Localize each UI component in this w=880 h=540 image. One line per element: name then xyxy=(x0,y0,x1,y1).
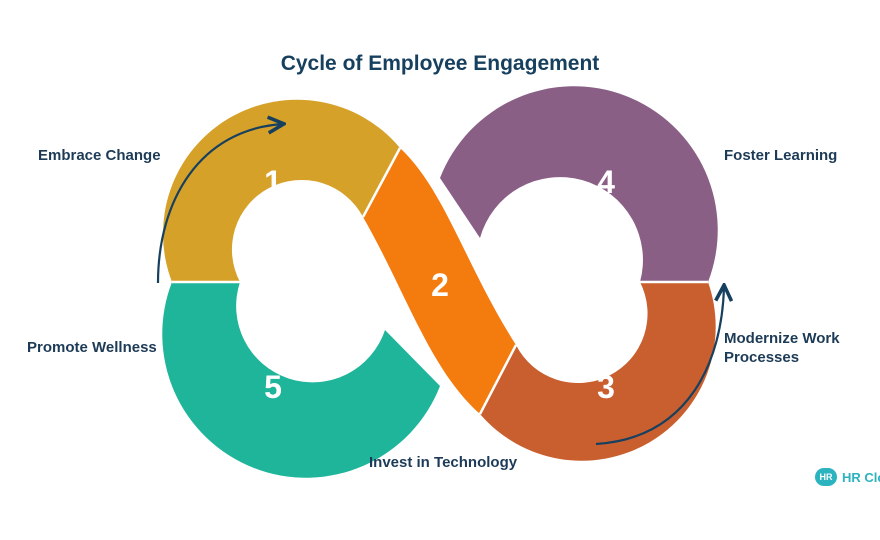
segment-4-foster-learning xyxy=(440,86,718,282)
label-invest-technology: Invest in Technology xyxy=(369,454,518,471)
segment-1-number: 1 xyxy=(264,164,282,200)
left-cycle-arrow xyxy=(156,124,282,284)
logo-text: HR Cloud xyxy=(842,469,880,485)
label-modernize-work: Modernize Work Processes xyxy=(724,330,840,366)
segment-4-number: 4 xyxy=(597,164,615,200)
hr-cloud-logo: HR HR Cloud xyxy=(815,468,880,488)
hr-badge-icon: HR xyxy=(815,468,837,486)
segment-5-promote-wellness xyxy=(162,282,440,478)
diagram-title: Cycle of Employee Engagement xyxy=(280,52,600,75)
right-cycle-arrow xyxy=(595,287,724,446)
segment-2-number: 2 xyxy=(431,267,449,303)
label-embrace-change: Embrace Change xyxy=(38,147,161,164)
segment-3-number: 3 xyxy=(597,369,615,405)
label-foster-learning: Foster Learning xyxy=(724,147,838,164)
segment-3-modernize-work xyxy=(480,282,716,461)
segment-1-embrace-change xyxy=(162,99,400,283)
segment-2-invest-technology xyxy=(363,148,516,414)
segment-5-number: 5 xyxy=(264,369,282,405)
label-promote-wellness: Promote Wellness xyxy=(27,339,157,356)
